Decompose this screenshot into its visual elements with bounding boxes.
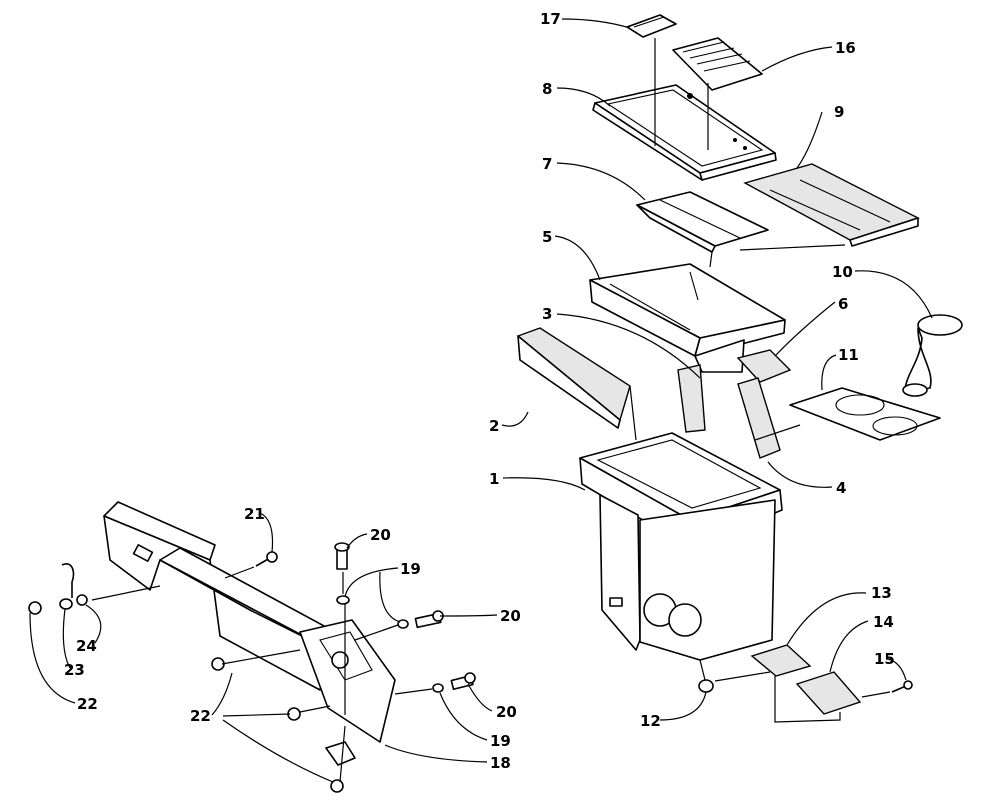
callout-4: 4 (836, 479, 846, 497)
part-20-bolt-top (334, 542, 350, 570)
callout-14: 14 (873, 613, 894, 631)
callout-9: 9 (834, 103, 844, 121)
callout-labels: 1 2 3 4 5 6 7 8 9 10 11 12 13 14 15 16 1… (64, 10, 895, 772)
callout-19-lower: 19 (490, 732, 511, 750)
part-24-hook (61, 563, 88, 606)
callout-23: 23 (64, 661, 85, 679)
part-10-intake-elbow (902, 314, 963, 397)
callout-8: 8 (542, 80, 552, 98)
callout-2: 2 (489, 417, 499, 435)
callout-20-top: 20 (370, 526, 391, 544)
callout-7: 7 (542, 155, 552, 173)
callout-22-left: 22 (77, 695, 98, 713)
part-19-washer-low (432, 683, 444, 693)
callout-20-mid: 20 (500, 607, 521, 625)
part-9-foam-filter (743, 163, 920, 247)
part-20-bolt-mid (414, 610, 444, 629)
part-19-washer-mid (397, 619, 409, 629)
part-18-mount-bracket (103, 501, 396, 743)
callout-1: 1 (489, 470, 499, 488)
callout-16: 16 (835, 39, 856, 57)
callout-19-upper: 19 (400, 560, 421, 578)
part-19-washer-top (336, 595, 350, 605)
callout-21: 21 (244, 505, 265, 523)
part-15-screw (891, 680, 913, 693)
callout-5: 5 (542, 228, 552, 246)
callout-13: 13 (871, 584, 892, 602)
callout-17: 17 (540, 10, 561, 28)
part-12-grommet (698, 679, 714, 693)
part-16-cover-plate (672, 37, 763, 91)
retaining-clip (325, 741, 356, 766)
part-21-bolt (255, 551, 278, 567)
part-3-foam-block (677, 364, 706, 433)
callout-10: 10 (832, 263, 853, 281)
part-17-decal (626, 14, 677, 38)
part-22-nut-c (330, 779, 344, 793)
callout-leaders (29, 18, 933, 783)
part-14-screen (795, 671, 862, 715)
callout-24: 24 (76, 637, 97, 655)
callout-22-center: 22 (190, 707, 211, 725)
part-22-nut-left (28, 601, 42, 615)
assembly-lines (91, 38, 891, 783)
callout-3: 3 (542, 305, 552, 323)
callout-11: 11 (838, 346, 859, 364)
part-20-bolt-low (450, 672, 476, 691)
part-1-airbox-housing (579, 432, 783, 661)
part-2-side-foam (516, 327, 631, 429)
part-6-foam-seal (736, 349, 792, 383)
callout-15: 15 (874, 650, 895, 668)
callout-20-low: 20 (496, 703, 517, 721)
part-8-lid-frame (592, 84, 777, 181)
callout-6: 6 (838, 295, 848, 313)
part-4-foam-block (737, 377, 781, 459)
part-11-base-plate (789, 387, 941, 441)
part-7-tray (636, 191, 769, 253)
callout-12: 12 (640, 712, 661, 730)
part-5-upper-housing (589, 263, 786, 373)
part-13-screen (750, 644, 812, 677)
callout-18: 18 (490, 754, 511, 772)
part-23-washer (59, 598, 73, 610)
